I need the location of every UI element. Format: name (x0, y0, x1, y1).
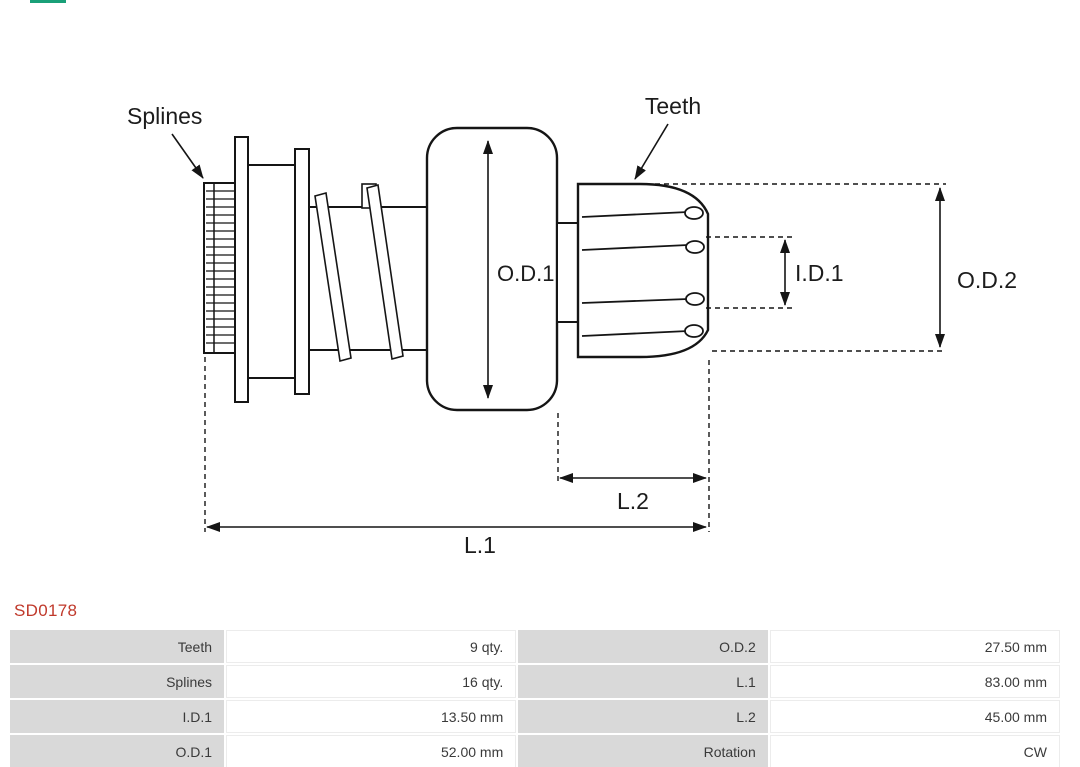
teeth-callout: Teeth (634, 93, 701, 180)
l2-dimension: L.2 (557, 360, 710, 532)
part-number: SD0178 (14, 601, 78, 620)
splines-callout: Splines (127, 103, 204, 179)
spec-label-teeth: Teeth (10, 630, 225, 663)
spec-row: I.D.1 13.50 mm L.2 45.00 mm (10, 700, 1060, 733)
spec-label-id1: I.D.1 (10, 700, 225, 733)
spec-label-l1: L.1 (518, 665, 768, 698)
l2-dimension-label: L.2 (617, 488, 649, 514)
spec-label-od2: O.D.2 (518, 630, 768, 663)
id1-dimension: I.D.1 (706, 236, 844, 309)
spec-value-teeth: 9 qty. (226, 630, 517, 663)
spec-value-od2: 27.50 mm (769, 630, 1060, 663)
od1-dimension: O.D.1 (483, 140, 554, 399)
spec-label-splines: Splines (10, 665, 225, 698)
starter-drive-diagram: O.D.1 Splines Teeth (127, 93, 1017, 558)
shaft-and-spring (308, 183, 428, 363)
od1-dimension-label: O.D.1 (497, 261, 554, 286)
spec-label-l2: L.2 (518, 700, 768, 733)
l1-dimension: L.1 (204, 357, 707, 558)
l1-dimension-label: L.1 (464, 532, 496, 558)
spec-value-splines: 16 qty. (226, 665, 517, 698)
spec-table: Teeth 9 qty. O.D.2 27.50 mm Splines 16 q… (8, 628, 1062, 767)
drive-flanges (234, 136, 310, 403)
spec-label-od1: O.D.1 (10, 735, 225, 767)
pinion-gear (576, 182, 710, 359)
od2-dimension-label: O.D.2 (957, 267, 1017, 293)
spec-value-l1: 83.00 mm (769, 665, 1060, 698)
spec-value-id1: 13.50 mm (226, 700, 517, 733)
id1-dimension-label: I.D.1 (795, 260, 844, 286)
splined-shaft-end (203, 182, 237, 354)
od2-dimension: O.D.2 (655, 183, 1017, 352)
shaft-neck (556, 222, 579, 323)
brand-accent-mark (30, 0, 66, 3)
spec-label-rotation: Rotation (518, 735, 768, 767)
spec-value-l2: 45.00 mm (769, 700, 1060, 733)
spec-value-od1: 52.00 mm (226, 735, 517, 767)
teeth-label: Teeth (645, 93, 701, 119)
spec-row: Teeth 9 qty. O.D.2 27.50 mm (10, 630, 1060, 663)
spec-row: O.D.1 52.00 mm Rotation CW (10, 735, 1060, 767)
splines-label: Splines (127, 103, 202, 129)
spec-row: Splines 16 qty. L.1 83.00 mm (10, 665, 1060, 698)
spec-value-rotation: CW (769, 735, 1060, 767)
